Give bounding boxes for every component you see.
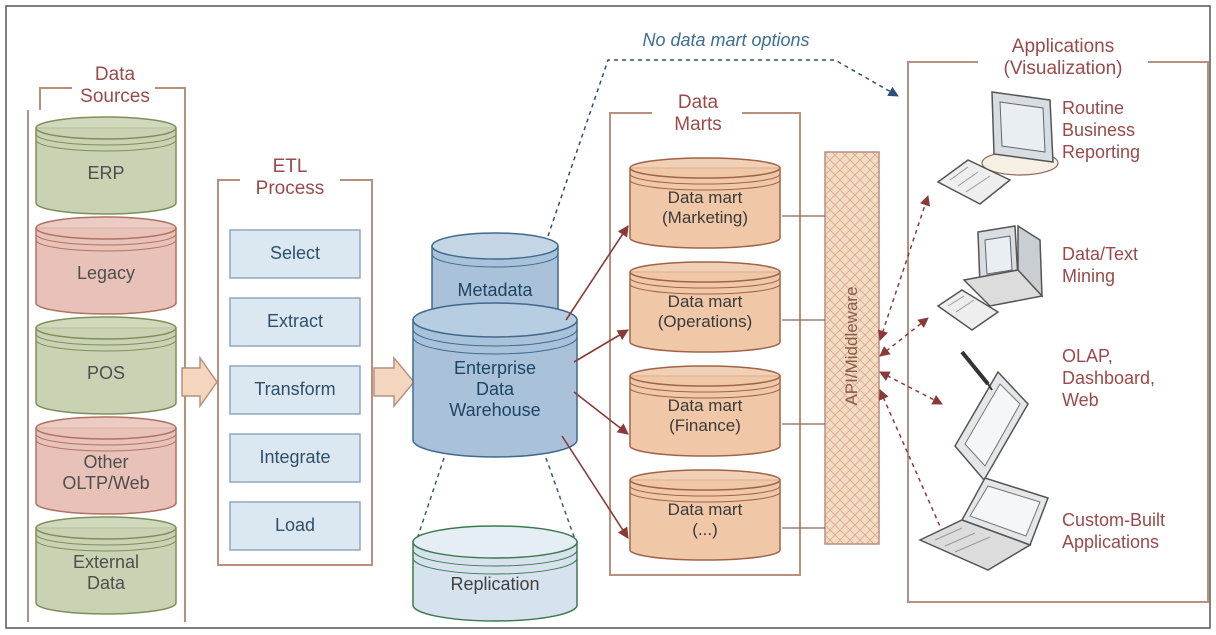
app-label-1: Data/Text Mining bbox=[1062, 244, 1139, 286]
data-marts-bracket bbox=[609, 112, 801, 576]
source-label-2: POS bbox=[86, 363, 125, 383]
mart-label-0: Data mart (Marketing) bbox=[662, 188, 748, 228]
mw-app-arrow-3 bbox=[879, 389, 947, 541]
etl-step-label-1: Extract bbox=[266, 311, 323, 331]
workstation-computer-icon bbox=[936, 224, 1044, 331]
data-mart-cylinders bbox=[629, 157, 781, 561]
mart-label-3: Data mart (...) bbox=[667, 500, 743, 540]
etl-step-label-0: Select bbox=[269, 243, 321, 263]
no-data-mart-options-note: No data mart options bbox=[642, 30, 810, 50]
metadata-label: Metadata bbox=[457, 280, 533, 300]
edw-mart-arrow-0 bbox=[565, 225, 629, 321]
mw-app-arrow-0 bbox=[878, 195, 930, 341]
fat-arrow-sources-to-etl bbox=[181, 355, 218, 409]
source-label-0: ERP bbox=[87, 163, 125, 183]
data-sources-title: Data Sources bbox=[80, 64, 150, 108]
mw-app-arrow-2 bbox=[879, 371, 943, 405]
replication-cylinder bbox=[412, 525, 578, 622]
no-data-mart-dashed-path bbox=[547, 59, 899, 237]
source-cylinders bbox=[35, 116, 177, 615]
etl-bracket bbox=[217, 179, 373, 566]
source-label-4: External Data bbox=[72, 552, 140, 594]
etl-step-box-0 bbox=[229, 229, 361, 279]
edw-label: Enterprise Data Warehouse bbox=[449, 358, 541, 421]
etl-step-box-2 bbox=[229, 365, 361, 415]
mart-cylinder-3 bbox=[629, 469, 781, 561]
etl-step-box-3 bbox=[229, 433, 361, 483]
edw-to-mart-arrows bbox=[561, 225, 629, 539]
tablet-pen-icon bbox=[954, 350, 1029, 482]
desktop-computer-icon bbox=[936, 91, 1059, 205]
etl-process-title: ETL Process bbox=[255, 156, 325, 200]
applications-title: Applications (Visualization) bbox=[1003, 36, 1123, 80]
source-cylinder-3 bbox=[35, 416, 177, 515]
source-label-1: Legacy bbox=[76, 263, 136, 283]
edw-mart-arrow-1 bbox=[573, 329, 629, 363]
source-cylinder-0 bbox=[35, 116, 177, 215]
middleware-to-app-arrows bbox=[878, 195, 947, 541]
edw-cylinder bbox=[412, 302, 578, 458]
app-label-3: Custom-Built Applications bbox=[1062, 510, 1166, 552]
source-cylinder-1 bbox=[35, 216, 177, 315]
edw-mart-arrow-2 bbox=[573, 391, 629, 435]
etl-step-box-1 bbox=[229, 297, 361, 347]
app-label-2: OLAP, Dashboard, Web bbox=[1062, 346, 1156, 410]
mart-label-1: Data mart (Operations) bbox=[657, 292, 753, 332]
etl-steps bbox=[229, 229, 361, 551]
applications-bracket bbox=[907, 30, 1209, 603]
middleware-label: API/Middleware bbox=[842, 286, 861, 406]
mart-cylinder-2 bbox=[629, 365, 781, 457]
replication-label: Replication bbox=[450, 574, 540, 594]
data-sources-bracket bbox=[27, 87, 186, 622]
laptop-icon bbox=[918, 477, 1049, 571]
mart-cylinder-1 bbox=[629, 261, 781, 353]
etl-step-label-3: Integrate bbox=[259, 447, 331, 467]
app-label-0: Routine Business Reporting bbox=[1062, 98, 1141, 162]
etl-step-box-4 bbox=[229, 501, 361, 551]
middleware-bar bbox=[824, 151, 880, 545]
mart-label-2: Data mart (Finance) bbox=[667, 396, 743, 436]
fat-arrow-etl-to-dw bbox=[373, 355, 415, 409]
outer-frame bbox=[5, 5, 1211, 629]
source-cylinder-4 bbox=[35, 516, 177, 615]
data-marts-title: Data Marts bbox=[674, 92, 722, 136]
source-cylinder-2 bbox=[35, 316, 177, 415]
source-label-3: Other OLTP/Web bbox=[62, 452, 150, 494]
edw-mart-arrow-3 bbox=[561, 435, 629, 539]
etl-step-label-4: Load bbox=[274, 515, 316, 535]
mart-cylinder-0 bbox=[629, 157, 781, 249]
mart-to-middleware-lines bbox=[782, 215, 825, 529]
mw-app-arrow-1 bbox=[879, 317, 929, 357]
etl-step-label-2: Transform bbox=[254, 379, 336, 399]
